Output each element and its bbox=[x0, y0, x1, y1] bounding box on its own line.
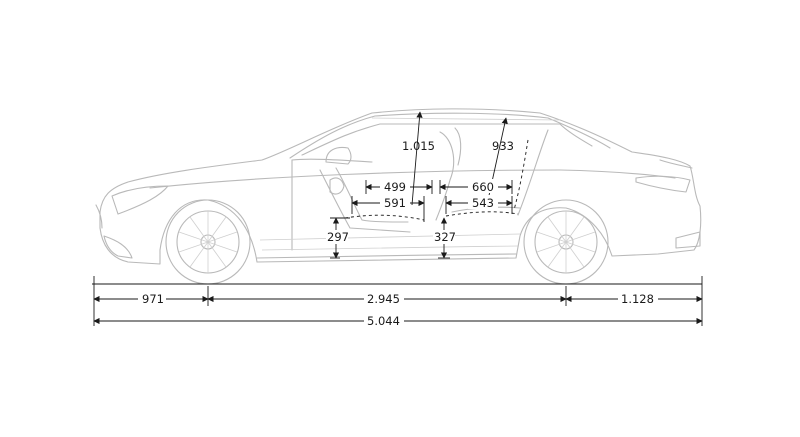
label-seat-height-front: 297 bbox=[327, 230, 349, 244]
dimension-legroom-front: 591 bbox=[351, 195, 425, 222]
dimension-rear-overhang: 1.128 bbox=[565, 292, 703, 306]
label-headroom-front: 1.015 bbox=[402, 139, 435, 153]
dimension-shoulder-front: 499 bbox=[365, 179, 433, 194]
label-headroom-rear: 933 bbox=[492, 139, 514, 153]
dimension-overall-length: 5.044 bbox=[93, 314, 703, 328]
label-shoulder-rear: 660 bbox=[472, 180, 494, 194]
label-legroom-front: 591 bbox=[384, 196, 406, 210]
rear-wheel bbox=[523, 199, 609, 285]
dimension-seat-height-rear: 327 bbox=[433, 217, 456, 259]
label-shoulder-front: 499 bbox=[384, 180, 406, 194]
front-wheel bbox=[165, 199, 251, 285]
dimension-front-overhang: 971 bbox=[93, 292, 209, 306]
rear-floor-dashed bbox=[445, 211, 519, 217]
label-front-overhang: 971 bbox=[142, 292, 164, 306]
dimension-wheelbase: 2.945 bbox=[207, 292, 567, 306]
label-rear-overhang: 1.128 bbox=[621, 292, 654, 306]
label-legroom-rear: 543 bbox=[472, 196, 494, 210]
label-wheelbase: 2.945 bbox=[367, 292, 400, 306]
b-pillar-dashed bbox=[513, 139, 529, 211]
dimension-shoulder-rear: 660 bbox=[439, 179, 513, 194]
front-floor-dashed bbox=[344, 214, 425, 221]
car-side-outline bbox=[95, 108, 702, 265]
dimension-seat-height-front: 297 bbox=[326, 217, 350, 259]
label-overall-length: 5.044 bbox=[367, 314, 400, 328]
label-seat-height-rear: 327 bbox=[434, 230, 456, 244]
dimension-legroom-rear: 543 bbox=[445, 195, 513, 214]
